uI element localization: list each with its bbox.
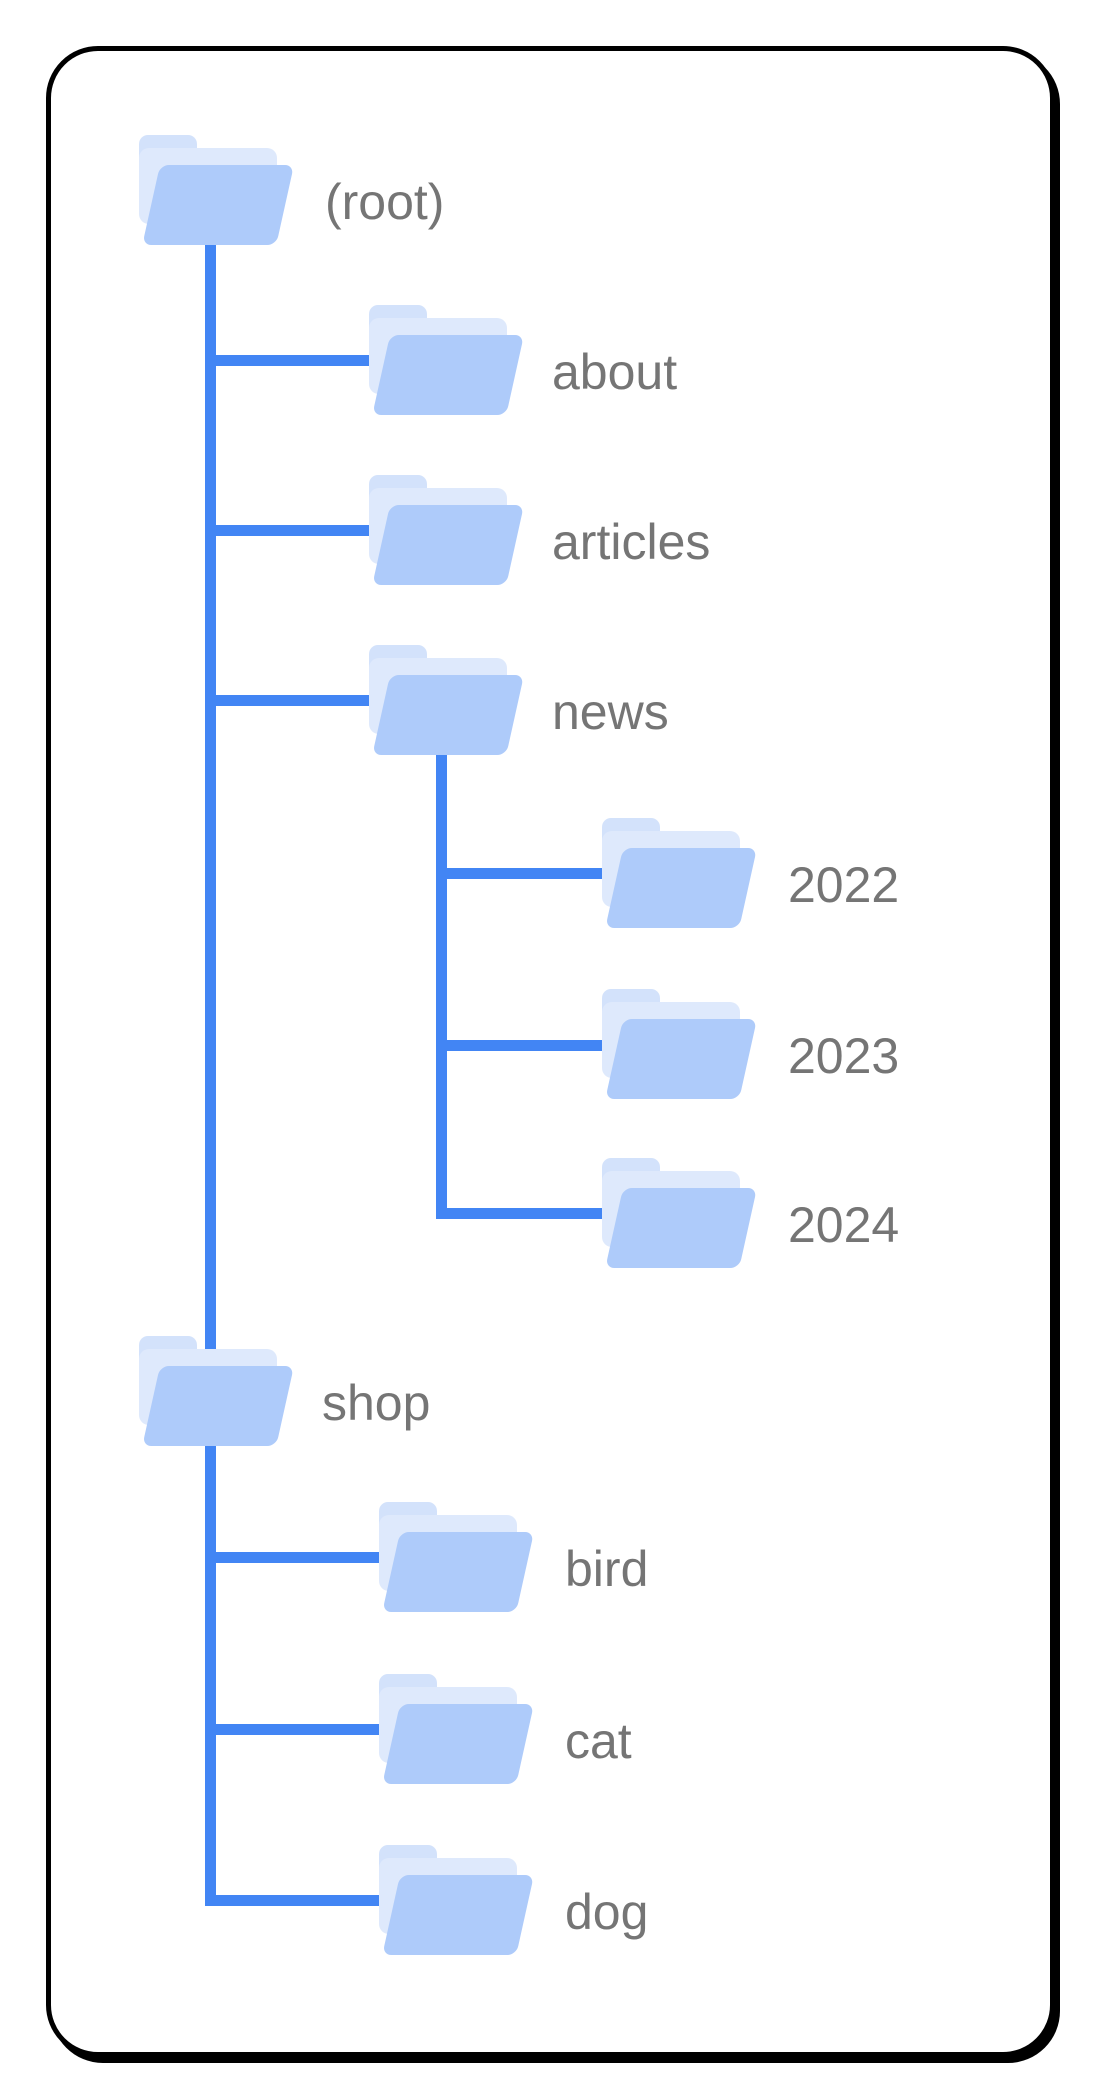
folder-label-2024: 2024 <box>788 1197 900 1253</box>
connector-branch-cat <box>205 1724 395 1735</box>
folder-label-cat: cat <box>565 1713 632 1769</box>
connector-branch-articles <box>205 525 386 536</box>
folder-label-shop: shop <box>322 1375 431 1431</box>
folder-front-shape <box>382 1532 534 1612</box>
folder-icon <box>602 989 760 1099</box>
diagram-frame <box>46 46 1055 2057</box>
folder-front-shape <box>372 335 524 415</box>
folder-icon <box>139 1336 297 1446</box>
folder-label-2023: 2023 <box>788 1028 900 1084</box>
connector-branch-bird <box>205 1552 395 1563</box>
folder-label-bird: bird <box>565 1541 649 1597</box>
folder-label-root: (root) <box>325 174 445 230</box>
folder-front-shape <box>382 1875 534 1955</box>
folder-front-shape <box>142 1366 294 1446</box>
folder-front-shape <box>382 1704 534 1784</box>
folder-label-news: news <box>552 684 669 740</box>
connector-root-trunk <box>205 245 216 1906</box>
folder-icon <box>379 1502 537 1612</box>
folder-front-shape <box>605 848 757 928</box>
folder-icon <box>369 645 527 755</box>
folder-label-2022: 2022 <box>788 857 900 913</box>
folder-icon <box>379 1674 537 1784</box>
folder-front-shape <box>142 165 294 245</box>
connector-branch-2022 <box>436 868 618 879</box>
folder-icon <box>139 135 297 245</box>
folder-label-about: about <box>552 344 678 400</box>
folder-icon <box>602 1158 760 1268</box>
connector-branch-2024 <box>436 1208 618 1219</box>
folder-front-shape <box>372 675 524 755</box>
folder-icon <box>369 475 527 585</box>
folder-front-shape <box>605 1188 757 1268</box>
connector-branch-dog <box>205 1895 395 1906</box>
folder-icon <box>369 305 527 415</box>
folder-icon <box>379 1845 537 1955</box>
folder-front-shape <box>372 505 524 585</box>
connector-branch-news <box>205 695 386 706</box>
folder-label-dog: dog <box>565 1884 649 1940</box>
folder-front-shape <box>605 1019 757 1099</box>
folder-icon <box>602 818 760 928</box>
connector-news-trunk <box>436 755 447 1219</box>
folder-label-articles: articles <box>552 514 711 570</box>
connector-branch-2023 <box>436 1040 618 1051</box>
connector-branch-about <box>205 355 386 366</box>
